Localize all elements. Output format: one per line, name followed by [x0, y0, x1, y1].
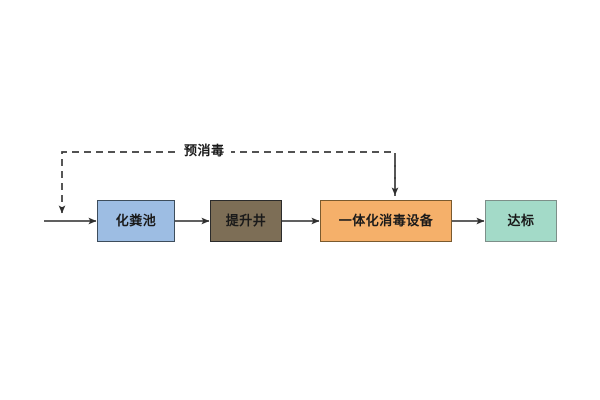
node-meets-standard[interactable]: 达标	[485, 200, 557, 242]
node-septic-tank-label: 化粪池	[115, 213, 157, 229]
node-meets-standard-label: 达标	[507, 213, 535, 229]
node-integrated-disinfection-equipment[interactable]: 一体化消毒设备	[320, 200, 452, 242]
edge-label-pre-disinfection: 预消毒	[178, 145, 231, 158]
node-lift-well-label: 提升井	[225, 213, 267, 229]
node-lift-well[interactable]: 提升井	[210, 200, 282, 242]
node-integrated-disinfection-equipment-label: 一体化消毒设备	[338, 213, 434, 229]
node-septic-tank[interactable]: 化粪池	[97, 200, 175, 242]
